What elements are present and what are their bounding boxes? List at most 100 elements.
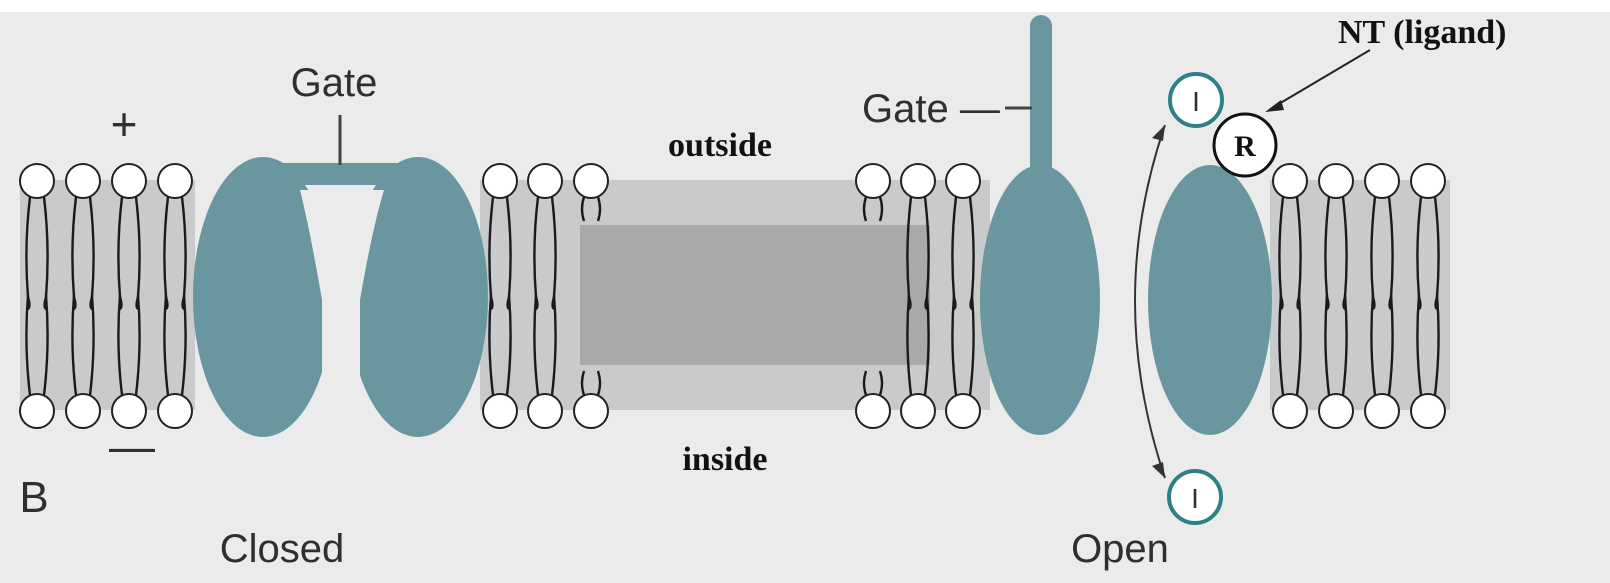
lipid-tail bbox=[968, 294, 975, 396]
lipid-tail bbox=[862, 196, 884, 222]
ion-label-inside: I bbox=[1191, 483, 1199, 514]
lipid-tail bbox=[1341, 294, 1348, 396]
lipid-head bbox=[900, 163, 936, 199]
closed-channel-gate-bar bbox=[255, 163, 425, 185]
lipid-tail bbox=[134, 196, 141, 310]
lipid-head bbox=[1272, 393, 1308, 429]
lipid-head bbox=[1272, 163, 1308, 199]
ion-label-outside: I bbox=[1192, 86, 1200, 117]
lipid-tail bbox=[951, 196, 958, 310]
lipid-head bbox=[1410, 163, 1446, 199]
lipid-tail bbox=[862, 370, 884, 396]
open-channel: R I I bbox=[980, 15, 1371, 525]
lipid-tail bbox=[180, 196, 187, 310]
open-channel-subunit-right bbox=[1148, 165, 1272, 435]
lipid-head bbox=[527, 163, 563, 199]
sign-outside: + bbox=[111, 98, 138, 150]
lipid-head bbox=[482, 163, 518, 199]
lipid-head bbox=[1364, 393, 1400, 429]
lipid-tail bbox=[117, 196, 124, 310]
lipid-bilayer-middle-left bbox=[482, 163, 609, 429]
ion-circle-outside bbox=[1168, 72, 1224, 128]
lipid-tail bbox=[180, 294, 187, 396]
lipid-tail bbox=[134, 294, 141, 396]
ion-arrow-head-top bbox=[1152, 125, 1165, 141]
lipid-head bbox=[19, 393, 55, 429]
lipid-tail bbox=[1416, 294, 1423, 396]
lipid-tail bbox=[1295, 196, 1302, 310]
open-channel-gate-stalk bbox=[1030, 15, 1052, 190]
closed-channel-subunit-right bbox=[348, 157, 488, 437]
lipid-tail bbox=[1278, 294, 1285, 396]
lipid-tail bbox=[1370, 294, 1377, 396]
lipid-head bbox=[111, 393, 147, 429]
ligand-arrow bbox=[1271, 49, 1371, 109]
lipid-tail bbox=[88, 196, 95, 310]
lipid-tail bbox=[42, 294, 49, 396]
lipid-head bbox=[855, 163, 891, 199]
lipid-tail bbox=[968, 196, 975, 310]
ligand-arrow-head bbox=[1265, 100, 1284, 112]
lipid-tail bbox=[923, 294, 930, 396]
lipid-head bbox=[573, 163, 609, 199]
lipid-tail bbox=[533, 294, 540, 396]
lipid-head bbox=[945, 393, 981, 429]
lipid-tail bbox=[1416, 196, 1423, 310]
lipid-tail bbox=[1387, 294, 1394, 396]
lipid-bilayer-middle-right bbox=[855, 163, 981, 429]
lipid-tail bbox=[1341, 196, 1348, 310]
lipid-head bbox=[65, 393, 101, 429]
lipid-tail bbox=[550, 196, 557, 310]
lipid-head bbox=[945, 163, 981, 199]
lipid-tail bbox=[25, 294, 32, 396]
lipid-tail bbox=[1387, 196, 1394, 310]
lipid-tail bbox=[906, 294, 913, 396]
lipid-head bbox=[1364, 163, 1400, 199]
lipid-tail bbox=[488, 294, 495, 396]
lipid-head bbox=[900, 393, 936, 429]
lipid-tail bbox=[1433, 294, 1440, 396]
lipid-head bbox=[19, 163, 55, 199]
lipid-head bbox=[1410, 393, 1446, 429]
panel-letter: B bbox=[19, 473, 48, 522]
lipid-tail bbox=[580, 196, 602, 222]
lipid-bilayer-left bbox=[19, 163, 193, 429]
lipid-tail bbox=[1370, 196, 1377, 310]
lipid-tail bbox=[951, 294, 958, 396]
lipid-tail bbox=[580, 370, 602, 396]
lipid-tail bbox=[71, 196, 78, 310]
lipid-tail bbox=[550, 294, 557, 396]
lipid-head bbox=[157, 393, 193, 429]
closed-channel-pore bbox=[300, 190, 384, 440]
ion-movement-arrow bbox=[1134, 124, 1166, 479]
closed-channel-subunit-left bbox=[193, 157, 333, 437]
inside-label: inside bbox=[682, 441, 767, 478]
ion-arrow-head-bottom bbox=[1152, 462, 1165, 478]
lipid-tail bbox=[488, 196, 495, 310]
lipid-tail bbox=[906, 196, 913, 310]
lipid-tail bbox=[1278, 196, 1285, 310]
ion-circle-inside bbox=[1167, 469, 1223, 525]
lipid-head bbox=[855, 393, 891, 429]
receptor-label: R bbox=[1234, 130, 1256, 163]
closed-gate-label: Gate bbox=[291, 61, 378, 105]
lipid-head bbox=[157, 163, 193, 199]
membrane-band-right bbox=[1270, 180, 1450, 410]
lipid-head bbox=[1318, 163, 1354, 199]
open-state-label: Open bbox=[1071, 527, 1169, 571]
lipid-head bbox=[527, 393, 563, 429]
lipid-head bbox=[1318, 393, 1354, 429]
lipid-head bbox=[111, 163, 147, 199]
lipid-tail bbox=[117, 294, 124, 396]
lipid-tail bbox=[88, 294, 95, 396]
lipid-tail bbox=[1295, 294, 1302, 396]
open-channel-subunit-left bbox=[980, 165, 1100, 435]
lipid-tail bbox=[533, 196, 540, 310]
lipid-tail bbox=[505, 196, 512, 310]
lipid-bilayer-right bbox=[1272, 163, 1446, 429]
lipid-tail bbox=[1433, 196, 1440, 310]
lipid-tail bbox=[163, 196, 170, 310]
lipid-tail bbox=[25, 196, 32, 310]
receptor-circle bbox=[1212, 112, 1278, 178]
